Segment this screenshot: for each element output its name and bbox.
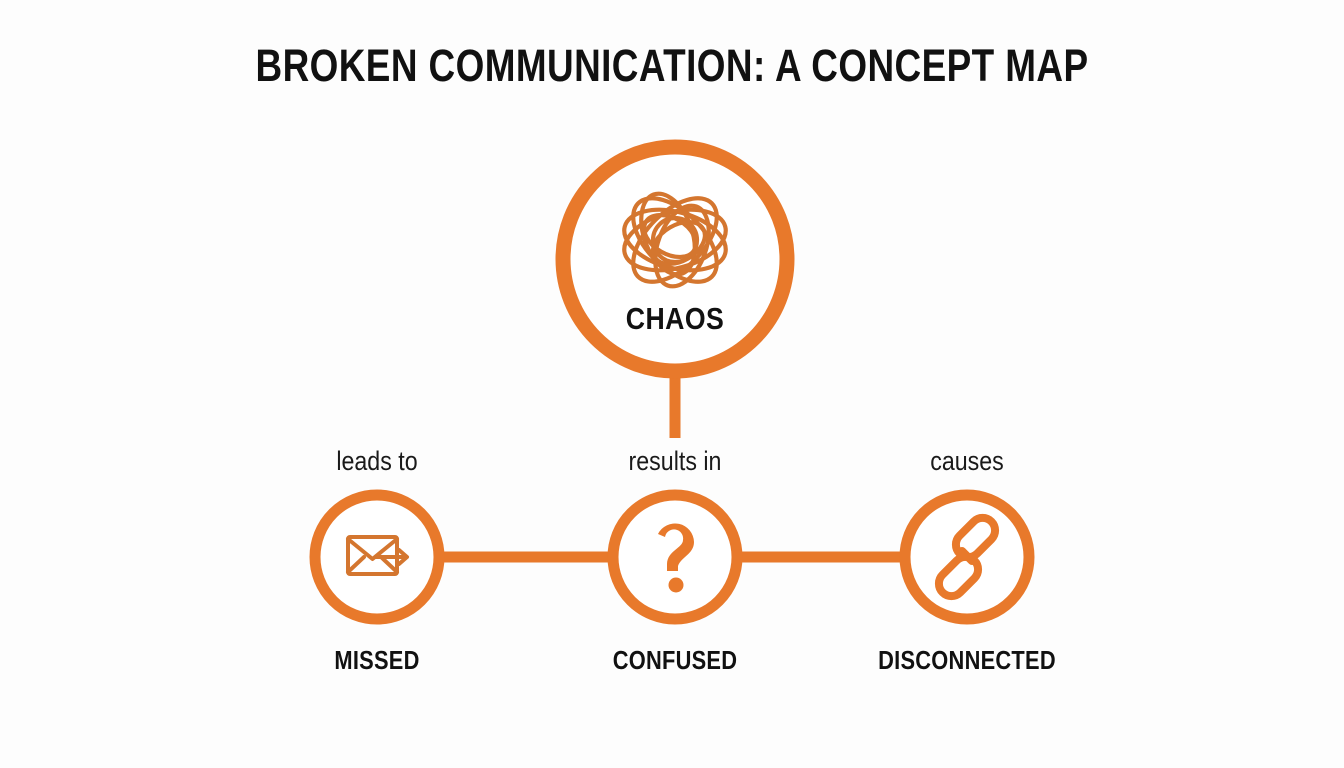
node-label-confused: CONFUSED: [612, 645, 738, 675]
node-disconnected[interactable]: [899, 489, 1035, 625]
relation-label-leads-to: leads to: [336, 446, 418, 476]
tangled-orbits-icon: [622, 191, 728, 289]
node-label-missed: MISSED: [334, 645, 420, 675]
node-confused[interactable]: [607, 489, 743, 625]
node-chaos[interactable]: [555, 139, 795, 379]
broken-chain-icon: [934, 513, 1000, 601]
relation-label-results-in: results in: [628, 446, 722, 476]
question-mark-icon: [658, 523, 694, 593]
node-label-disconnected: DISCONNECTED: [878, 645, 1056, 675]
envelope-arrow-icon: [346, 535, 409, 576]
edge-missed-to-confused: [440, 551, 612, 563]
edge-confused-to-disconnected: [738, 551, 906, 563]
edge-chaos-to-confused: [669, 368, 681, 438]
page-title: BROKEN COMMUNICATION: A CONCEPT MAP: [255, 40, 1089, 91]
node-label-chaos: CHAOS: [625, 301, 725, 336]
relation-label-causes: causes: [930, 446, 1004, 476]
node-missed[interactable]: [309, 489, 445, 625]
